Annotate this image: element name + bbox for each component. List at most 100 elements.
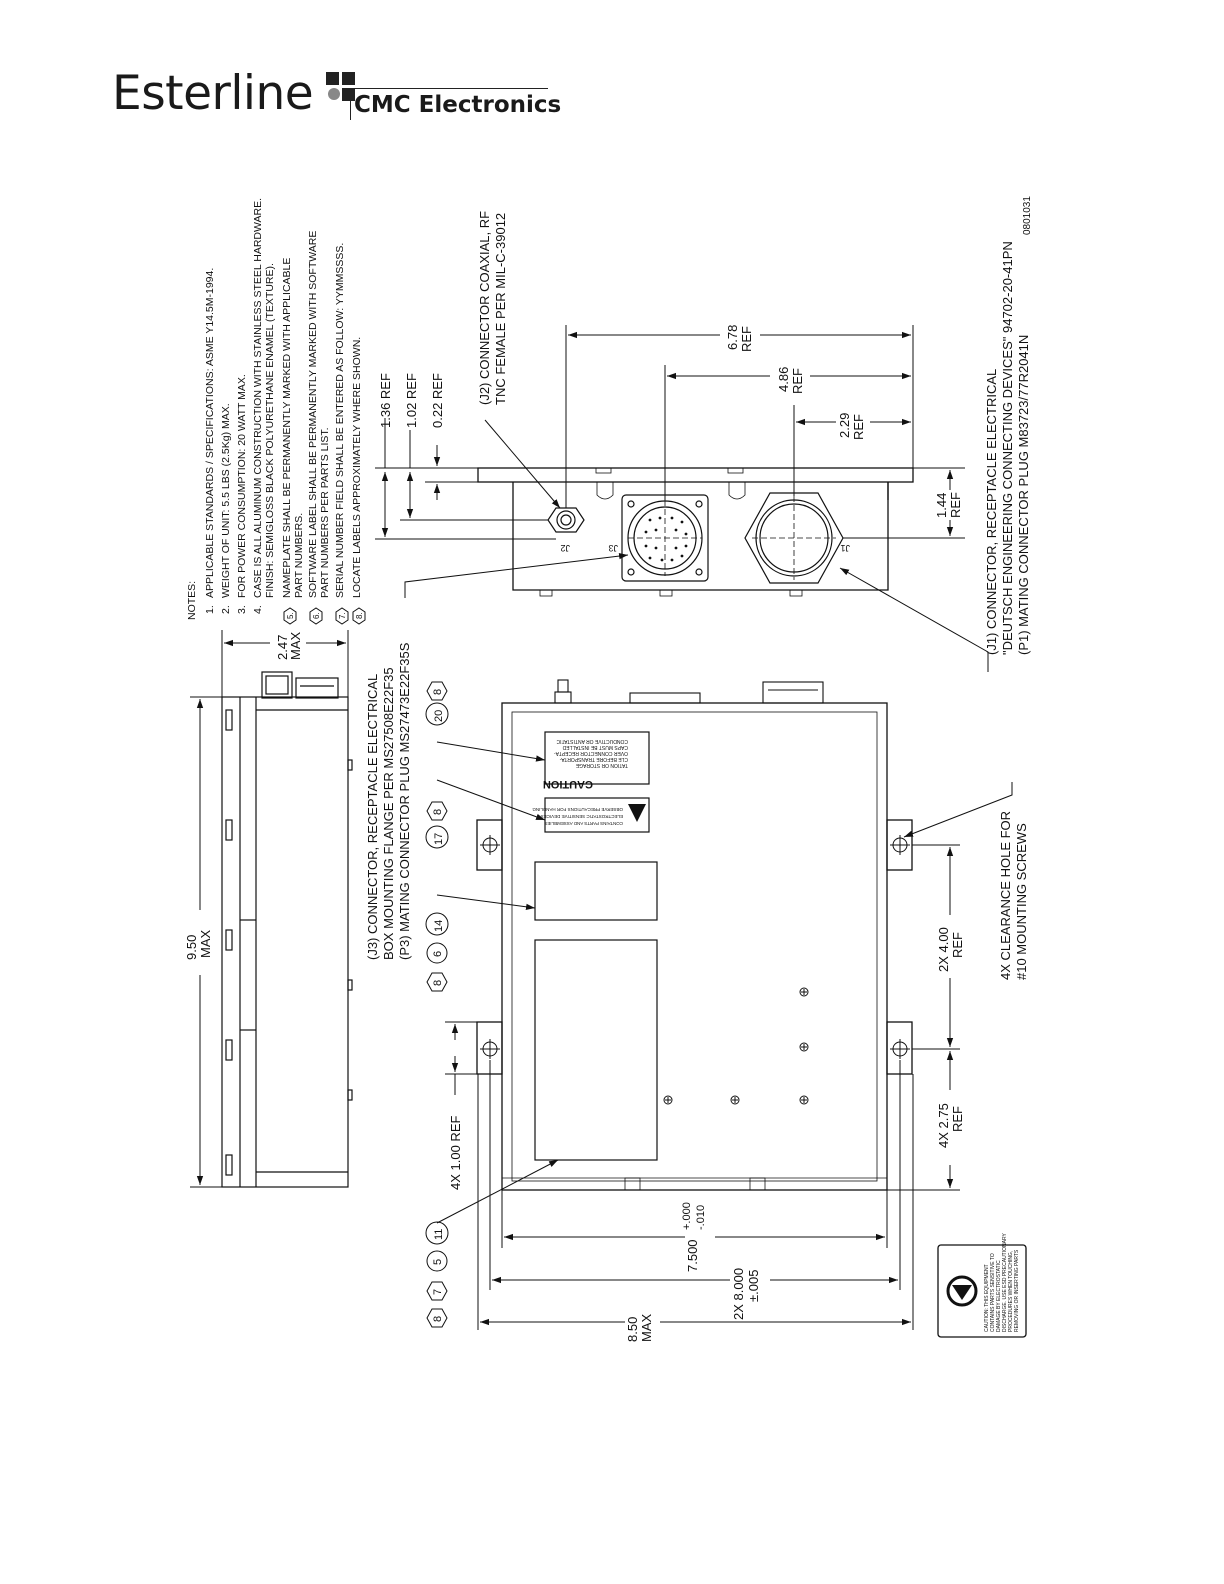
dim-bottom (477, 1060, 914, 1330)
balloon-esd-8: 8 (432, 809, 444, 815)
svg-text:3.: 3. (236, 605, 248, 614)
balloon-nameplate-5: 5 (432, 1259, 444, 1265)
j3-callout-line1: (J3) CONNECTOR, RECEPTACLE ELECTRICAL (365, 674, 380, 960)
j3-pins (644, 516, 688, 562)
dim-4.00-ref: REF (950, 932, 965, 958)
svg-text:1.: 1. (204, 605, 216, 614)
j1-tag: J1 (840, 543, 850, 553)
notes-heading: NOTES: (186, 581, 198, 620)
dim-1.00 (445, 1021, 477, 1095)
note-4: 4. CASE IS ALL ALUMINUM CONSTRUCTION WIT… (252, 198, 276, 614)
svg-text:REMOVING OR INSERTING PARTS: REMOVING OR INSERTING PARTS (1014, 1249, 1020, 1332)
dim-2.75-ref: REF (950, 1106, 965, 1132)
dim-0.22: 0.22 REF (430, 373, 445, 428)
j1-connector (744, 492, 844, 584)
dim-7.500-tol-minus: -.010 (695, 1205, 707, 1230)
svg-text:FOR POWER CONSUMPTION: 20 WATT: FOR POWER CONSUMPTION: 20 WATT MAX. (236, 374, 248, 598)
dim-2.47-value: 2.47 (275, 635, 290, 660)
note-6: 6. SOFTWARE LABEL SHALL BE PERMANENTLY M… (307, 231, 331, 625)
j2-coax-connector (547, 507, 585, 533)
notes-block: NOTES: 1. APPLICABLE STANDARDS / SPECIFI… (186, 198, 366, 625)
svg-text:6.: 6. (312, 612, 321, 619)
dim-2.29-value: 2.29 (837, 413, 852, 438)
dim-2.29-ref: REF (851, 414, 866, 440)
dim-1.44-value: 1.44 (934, 493, 949, 518)
dim-right (887, 844, 960, 1191)
svg-text:7.: 7. (338, 612, 347, 619)
top-view-box (476, 702, 913, 1191)
svg-text:CAUTION: CAUTION (543, 778, 593, 790)
esd-warning-label: CAUTION: THIS EQUIPMENT CONTAINS PARTS S… (937, 1233, 1027, 1338)
dim-8.000-tol: ±.005 (746, 1270, 761, 1302)
dim-9.50 (190, 696, 222, 1188)
svg-text:OBSERVE PRECAUTIONS FOR HANDLI: OBSERVE PRECAUTIONS FOR HANDLING (532, 807, 623, 812)
dim-2.47 (221, 630, 349, 697)
balloon-nameplate-11: 11 (433, 1229, 445, 1240)
dim-7.500-value: 7.500 (685, 1239, 700, 1272)
brand-logo-icon (326, 72, 355, 101)
dim-6.78-ref: REF (739, 326, 754, 352)
dim-1.44-ref: REF (948, 492, 963, 518)
svg-text:PART NUMBERS PER PARTS LIST.: PART NUMBERS PER PARTS LIST. (319, 427, 331, 598)
dim-4.00-value: 2X 4.00 (936, 927, 951, 972)
dim-8.000-value: 2X 8.000 (731, 1268, 746, 1320)
dim-8.50-value: 8.50 (625, 1317, 640, 1342)
j3-callout-line3: (P3) MATING CONNECTOR PLUG MS27473E22F35… (397, 642, 412, 960)
note-5: 5. NAMEPLATE SHALL BE PERMANENTLY MARKED… (281, 258, 305, 625)
svg-text:PROCEDURES WHEN TOUCHING,: PROCEDURES WHEN TOUCHING, (1008, 1251, 1014, 1332)
balloon-nameplate-7: 7 (432, 1289, 444, 1295)
svg-text:2.: 2. (220, 605, 232, 614)
svg-text:DAMAGE BY ELECTROSTATIC: DAMAGE BY ELECTROSTATIC (996, 1260, 1002, 1332)
note-7: 7. SERIAL NUMBER FIELD SHALL BE ENTERED … (334, 243, 349, 625)
svg-text:4.: 4. (252, 605, 264, 614)
dim-4.86-value: 4.86 (776, 367, 791, 392)
dim-1.36: 1.36 REF (378, 373, 393, 428)
balloon-software-8: 8 (432, 980, 444, 986)
j1-callout-line2: "DEUTSCH ENGINEERING CONNECTING DEVICES"… (1000, 241, 1015, 655)
nameplate-label (534, 939, 658, 1161)
balloon-esd-17: 17 (433, 833, 445, 845)
svg-text:CLE BEFORE TRANSPORTA-: CLE BEFORE TRANSPORTA- (559, 756, 628, 762)
j3-connector (621, 494, 709, 582)
balloon-group-caution (425, 681, 449, 726)
svg-text:5.: 5. (286, 612, 295, 619)
caution-label: CAUTION CONDUCTIVE OR ANTISTATIC CAPS MU… (543, 731, 650, 790)
balloon-group-nameplate (425, 1221, 449, 1328)
holes-callout-line2: #10 MOUNTING SCREWS (1014, 823, 1029, 980)
balloon-group-esd (425, 801, 449, 849)
svg-text:FINISH: SEMIGLOSS BLACK POLYUR: FINISH: SEMIGLOSS BLACK POLYURETHANE ENA… (264, 263, 276, 598)
dim-1.00-value: 4X 1.00 REF (448, 1116, 463, 1190)
svg-text:CONTAINS PARTS AND ASSEMBLIES: CONTAINS PARTS AND ASSEMBLIES (544, 821, 623, 826)
note-8: 8. LOCATE LABELS APPROXIMATELY WHERE SHO… (351, 337, 366, 625)
dim-2.75-value: 4X 2.75 (936, 1103, 951, 1148)
note-2: 2. WEIGHT OF UNIT: 5.5 LBS (2.5Kg) MAX. (220, 403, 232, 614)
callout-leaders (404, 419, 1013, 1224)
svg-text:CASE IS ALL ALUMINUM CONSTRUCT: CASE IS ALL ALUMINUM CONSTRUCTION WITH S… (252, 198, 264, 598)
brand-name: Esterline (112, 66, 314, 121)
j3-tag: J3 (608, 543, 618, 553)
esd-label: OBSERVE PRECAUTIONS FOR HANDLING ELECTRO… (532, 797, 650, 833)
balloon-group-software (425, 912, 449, 992)
holes-callout-line1: 4X CLEARANCE HOLE FOR (998, 811, 1013, 980)
dim-9.50-value: 9.50 (184, 935, 199, 960)
svg-text:WEIGHT OF UNIT: 5.5 LBS (2.5Kg: WEIGHT OF UNIT: 5.5 LBS (2.5Kg) MAX. (220, 403, 232, 598)
svg-text:APPLICABLE STANDARDS / SPECIFI: APPLICABLE STANDARDS / SPECIFICATIONS: A… (204, 268, 216, 598)
dim-end-view-horizontals (565, 325, 965, 539)
svg-text:CONDUCTIVE OR ANTISTATIC: CONDUCTIVE OR ANTISTATIC (556, 738, 628, 744)
note-3: 3. FOR POWER CONSUMPTION: 20 WATT MAX. (236, 374, 248, 614)
top-connectors (554, 679, 824, 704)
software-label (534, 861, 658, 921)
svg-text:CAPS MUST BE INSTALLED: CAPS MUST BE INSTALLED (562, 744, 628, 750)
svg-text:ELECTROSTATIC SENSITIVE DEVICE: ELECTROSTATIC SENSITIVE DEVICES (541, 814, 623, 819)
svg-text:CAUTION: THIS EQUIPMENT: CAUTION: THIS EQUIPMENT (984, 1264, 990, 1332)
document-number: 0801031 (1022, 196, 1033, 235)
svg-text:8.: 8. (355, 612, 364, 619)
svg-text:DISCHARGE. USE ESD PRECAUTIONA: DISCHARGE. USE ESD PRECAUTIONARY (1002, 1233, 1008, 1332)
balloon-software-6: 6 (432, 951, 444, 957)
brand-subtitle: CMC Electronics (354, 92, 562, 118)
svg-text:CONTAINS PARTS SENSITIVE TO: CONTAINS PARTS SENSITIVE TO (990, 1253, 996, 1332)
side-view (221, 671, 353, 1188)
dim-2.47-max: MAX (288, 632, 303, 661)
balloon-caution-20: 20 (433, 710, 445, 722)
j1-callout-line1: (J1) CONNECTOR, RECEPTACLE ELECTRICAL (984, 369, 999, 655)
